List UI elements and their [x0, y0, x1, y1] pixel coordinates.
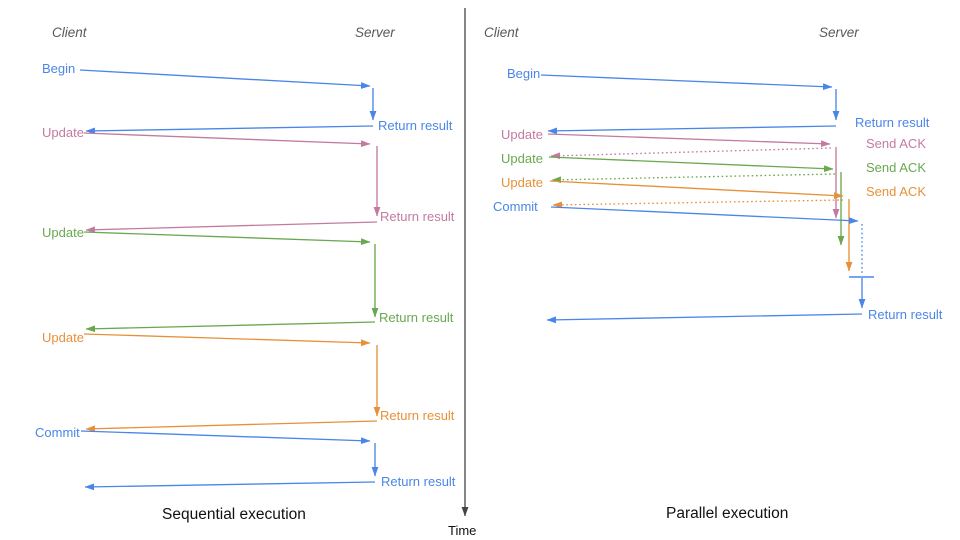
update2-ack-line [551, 173, 836, 184]
panel-title: Parallel execution [666, 505, 788, 522]
update2-response-line [85, 321, 376, 333]
label-send-ack: Send ACK [866, 136, 926, 151]
label-send-ack: Send ACK [866, 160, 926, 175]
update2-request-line [83, 231, 371, 246]
label-update-3: Update [501, 175, 543, 190]
commit-request-line [80, 430, 371, 445]
label-return-result: Return result [868, 307, 943, 322]
lane-header-server: Server [819, 25, 859, 40]
label-begin: Begin [507, 66, 540, 81]
label-return-result: Return result [855, 115, 930, 130]
update1-ack-line [550, 147, 832, 160]
label-update-1: Update [42, 125, 84, 140]
label-commit: Commit [493, 199, 538, 214]
label-send-ack: Send ACK [866, 184, 926, 199]
begin-request-line [79, 69, 371, 89]
label-update-2: Update [42, 225, 84, 240]
lane-header-client: Client [52, 25, 88, 40]
update2-request-line [548, 156, 834, 173]
label-return-result: Return result [380, 408, 455, 423]
update3-request-line [83, 333, 371, 347]
begin-request-line [540, 74, 833, 91]
commit-response-line [546, 313, 863, 324]
label-return-result: Return result [379, 310, 454, 325]
lane-header-server: Server [355, 25, 395, 40]
lane-header-client: Client [484, 25, 520, 40]
update1-request-line [83, 132, 371, 148]
update3-ack-line [552, 199, 844, 209]
update1-request-line [547, 133, 831, 148]
update3-request-line [549, 180, 844, 199]
panel-title: Sequential execution [162, 506, 306, 523]
commit-response-line [84, 481, 376, 491]
label-update-2: Update [501, 151, 543, 166]
update3-response-line [85, 420, 378, 433]
label-return-result: Return result [381, 474, 456, 489]
label-begin: Begin [42, 61, 75, 76]
label-update-3: Update [42, 330, 84, 345]
begin-response-line [85, 125, 374, 135]
update1-response-line [85, 221, 378, 234]
label-commit: Commit [35, 425, 80, 440]
label-update-1: Update [501, 127, 543, 142]
label-return-result: Return result [380, 209, 455, 224]
time-axis-label: Time [448, 523, 476, 538]
commit-request-line [550, 206, 859, 224]
begin-response-line [547, 125, 837, 135]
label-return-result: Return result [378, 118, 453, 133]
